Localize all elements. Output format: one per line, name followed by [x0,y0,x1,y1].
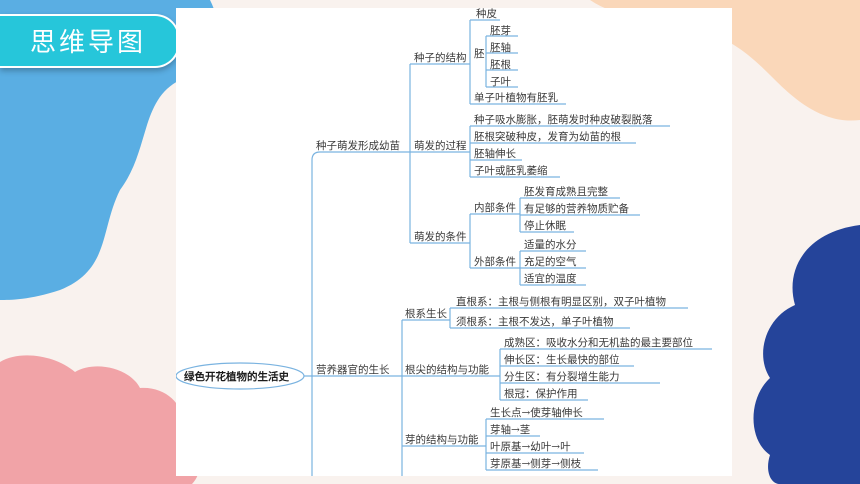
internal-label: 内部条件 [474,201,516,214]
branch-2-spine [398,320,403,476]
page-title: 思维导图 [30,28,147,58]
root-label: 绿色开花植物的生活史 [184,370,289,383]
process-item-3: 胚轴伸长 [474,147,516,160]
mindmap-diagram: 绿色开花植物的生活史 种子萌发形成幼苗 种子的结构 种皮 单子叶植物有胚乳 胚 … [176,8,712,476]
roots-item-1: 直根系：主根与侧根有明显区别，双子叶植物 [456,295,666,308]
internal-item-1: 胚发育成熟且完整 [524,185,608,198]
roots-spine [449,307,688,329]
pink-cloud-blob [0,355,200,484]
structure-spine [469,19,566,105]
roots-item-2: 须根系：主根不发达，单子叶植物 [456,315,614,328]
structure-label: 种子的结构 [414,51,467,64]
monocot-label: 单子叶植物有胚乳 [474,91,558,104]
seed-coat-label: 种皮 [476,8,497,20]
root-tip-item-3: 分生区：有分裂增生能力 [504,370,620,383]
mindmap-panel: 绿色开花植物的生活史 种子萌发形成幼苗 种子的结构 种皮 单子叶植物有胚乳 胚 … [176,8,732,476]
internal-item-2: 有足够的营养物质贮备 [524,202,629,215]
process-label: 萌发的过程 [414,139,467,152]
process-item-1: 种子吸水膨胀，胚萌发时种皮破裂脱落 [474,113,653,126]
root-tip-item-4: 根冠：保护作用 [504,387,578,400]
conditions-spine [469,213,520,269]
external-item-1: 适量的水分 [524,238,577,251]
conditions-label: 萌发的条件 [414,230,467,243]
embryo-item-1: 胚芽 [490,24,511,37]
branch-2-label: 营养器官的生长 [316,363,390,376]
root-tip-spine [499,348,712,401]
bud-item-3: 叶原基→幼叶→叶 [490,440,571,453]
bud-label: 芽的结构与功能 [405,433,479,446]
root-tip-item-1: 成熟区：吸收水分和无机盐的最主要部位 [504,336,693,349]
process-spine [469,125,670,178]
bud-item-1: 生长点→使芽轴伸长 [490,406,583,419]
bud-spine [485,418,604,471]
embryo-item-2: 胚轴 [490,41,511,54]
embryo-spine [485,35,518,88]
roots-label: 根系生长 [405,307,447,320]
embryo-label: 胚 [474,48,485,60]
branch-1-link [311,151,406,161]
root-tip-item-2: 伸长区：生长最快的部位 [504,353,620,366]
process-item-2: 胚根突破种皮，发育为幼苗的根 [474,130,621,143]
peach-cloud-blob [590,0,860,121]
root-tip-label: 根尖的结构与功能 [405,363,489,376]
embryo-item-3: 胚根 [490,58,511,71]
external-label: 外部条件 [474,255,516,268]
external-item-3: 适宜的温度 [524,272,577,285]
external-spine [519,250,586,286]
bud-item-2: 芽轴→茎 [490,423,531,436]
navy-cloud-blob [753,225,860,484]
blue-cloud-blob [0,0,219,300]
branch-1-spine [406,64,411,243]
branch-1-label: 种子萌发形成幼苗 [316,139,400,152]
external-item-2: 充足的空气 [524,255,577,268]
trunk-line [304,160,313,476]
title-tab: 思维导图 [0,14,180,68]
internal-spine [519,197,640,233]
process-item-4: 子叶或胚乳萎缩 [474,164,548,177]
bud-item-4: 芽原基→侧芽→侧枝 [490,457,582,470]
internal-item-3: 停止休眠 [524,219,566,232]
embryo-item-4: 子叶 [490,76,511,88]
